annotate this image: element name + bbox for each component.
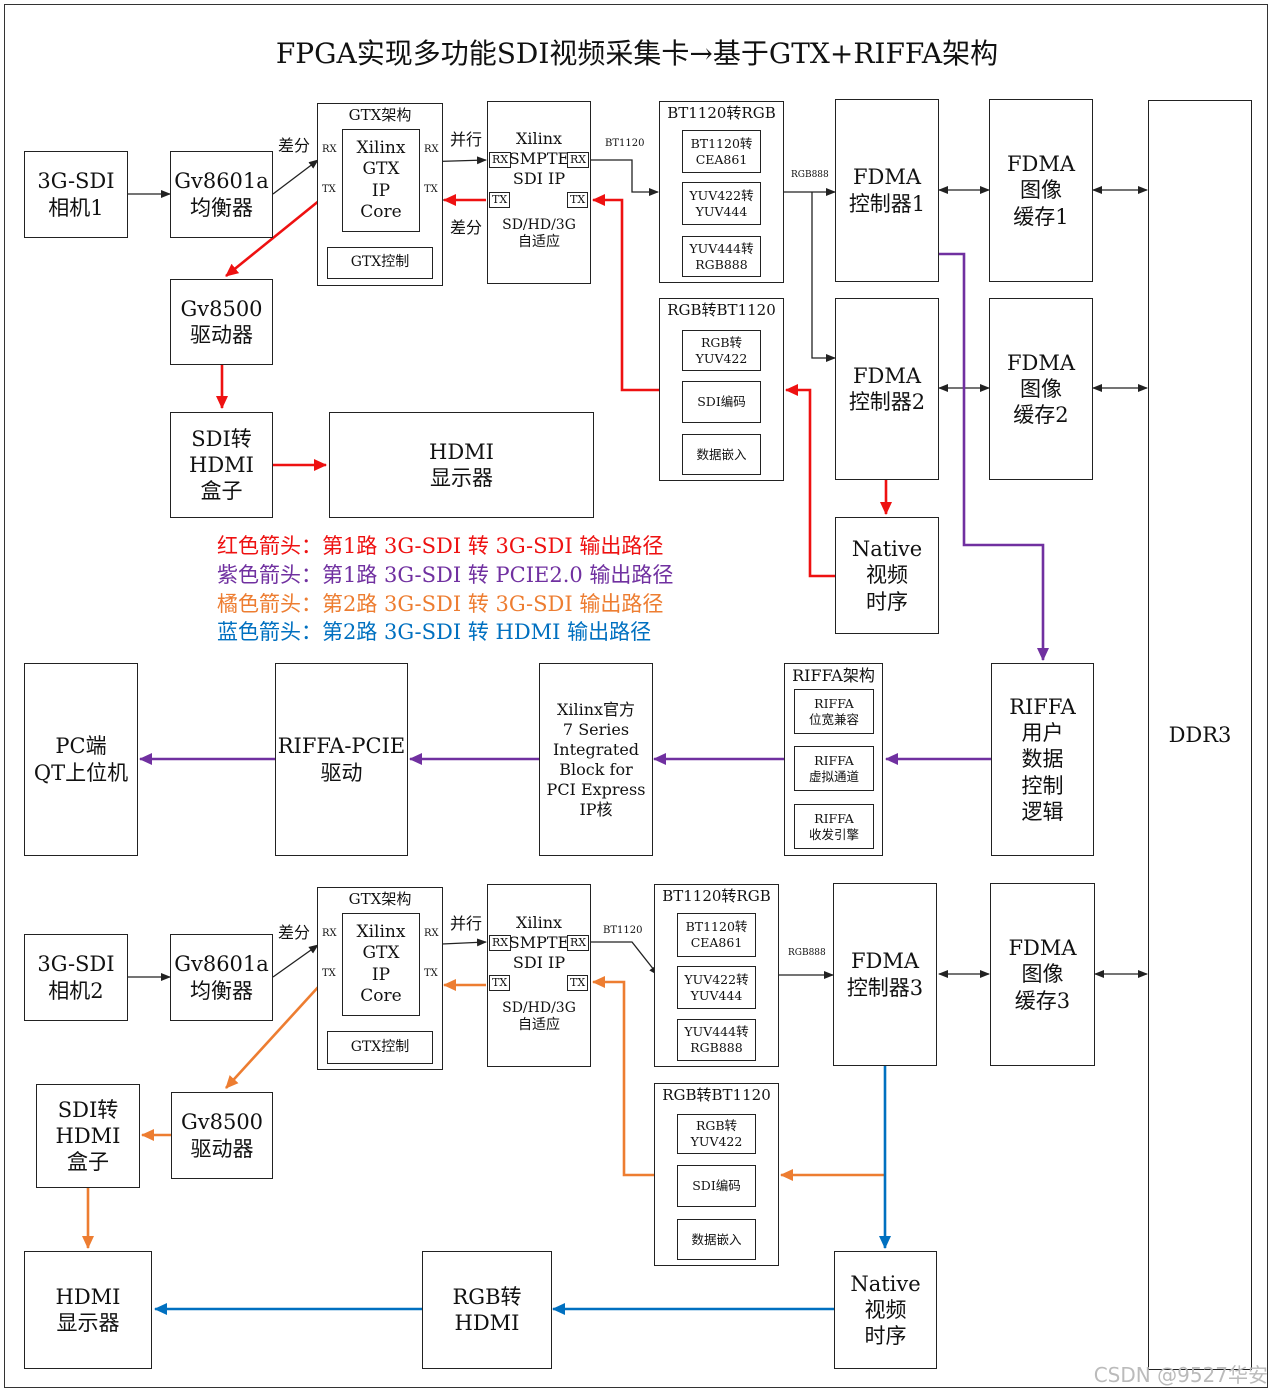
camera-2: 3G-SDI 相机2 xyxy=(24,934,128,1021)
port-tx2-smpte1: TX xyxy=(567,192,589,208)
orange-rgb2bt-smpte xyxy=(592,976,656,1177)
label-diff-out-1: 差分 xyxy=(450,218,483,237)
port-rx-smpte1: RX xyxy=(489,152,512,168)
legend-orange: 橘色箭头：第2路 3G-SDI 转 3G-SDI 输出路径 xyxy=(217,592,664,616)
label-bt1120-1: BT1120 xyxy=(605,138,645,149)
label-parallel-1: 并行 xyxy=(450,130,483,149)
driver-1: Gv8500 驱动器 xyxy=(170,279,273,365)
sdi2hdmi-2: SDI转 HDMI 盒子 xyxy=(36,1084,140,1188)
rgb2bt-step3-1: 数据嵌入 xyxy=(682,434,761,475)
bt2rgb-title-1: BT1120转RGB xyxy=(667,104,776,122)
smpte-title-2: Xilinx SMPTE SDI IP xyxy=(508,913,570,972)
rgb2bt-step1-2: RGB转 YUV422 xyxy=(677,1114,756,1154)
wire-smpte-bt2rgb xyxy=(590,159,659,196)
legend-blue: 蓝色箭头：第2路 3G-SDI 转 HDMI 输出路径 xyxy=(217,620,652,644)
wire-bt2rgb-fdma2 xyxy=(811,192,836,362)
rgb2bt-title-1: RGB转BT1120 xyxy=(667,301,776,319)
rgb2bt-step3-2: 数据嵌入 xyxy=(677,1219,756,1260)
label-bt1120-2: BT1120 xyxy=(603,925,643,936)
rgb2bt-title-2: RGB转BT1120 xyxy=(662,1086,771,1104)
red-rgb2bt-smpte xyxy=(592,194,660,392)
gtx-title-2: GTX架构 xyxy=(348,890,412,908)
pc-host: PC端 QT上位机 xyxy=(24,663,138,856)
bt2rgb-step2-1: YUV422转 YUV444 xyxy=(682,182,761,225)
gtx-ctrl-2: GTX控制 xyxy=(327,1031,433,1064)
port-rx-smpte2: RX xyxy=(489,935,512,951)
port-rx2-smpte2: RX xyxy=(567,935,590,951)
port-rx-gtx2: RX xyxy=(424,928,439,939)
purple-fdma1-riffa xyxy=(939,252,1049,661)
equalizer-2: Gv8601a 均衡器 xyxy=(170,934,273,1021)
fdma-buffer-1: FDMA 图像 缓存1 xyxy=(989,99,1093,282)
label-rgb888-2: RGB888 xyxy=(788,948,826,958)
fdma-ctrl-2: FDMA 控制器2 xyxy=(835,298,939,480)
riffa-title: RIFFA架构 xyxy=(792,666,875,685)
legend-purple: 紫色箭头：第1路 3G-SDI 转 PCIE2.0 输出路径 xyxy=(217,563,674,587)
red-native-rgb2bt xyxy=(785,384,836,578)
bt2rgb-title-2: BT1120转RGB xyxy=(662,887,771,905)
watermark: CSDN @9527华安 xyxy=(1093,1363,1268,1387)
ddr3: DDR3 xyxy=(1148,100,1252,1370)
port-rx2-smpte1: RX xyxy=(567,152,590,168)
gtx-ctrl-1: GTX控制 xyxy=(327,247,433,279)
port-rx-gtx2-in: RX xyxy=(322,928,337,939)
legend-red: 红色箭头：第1路 3G-SDI 转 3G-SDI 输出路径 xyxy=(217,534,664,558)
bt2rgb-step3-1: YUV444转 RGB888 xyxy=(682,236,761,277)
hdmi-display-2: HDMI 显示器 xyxy=(24,1251,152,1369)
driver-2: Gv8500 驱动器 xyxy=(171,1092,273,1179)
red-gtx-driver xyxy=(225,198,321,278)
diagram-title: FPGA实现多功能SDI视频采集卡→基于GTX+RIFFA架构 xyxy=(275,37,999,70)
gtx-title-1: GTX架构 xyxy=(348,106,412,124)
orange-gtx-driver xyxy=(225,984,321,1089)
camera-1: 3G-SDI 相机1 xyxy=(24,151,128,238)
gtx-core-1: Xilinx GTX IP Core xyxy=(342,129,420,232)
sdi2hdmi-1: SDI转 HDMI 盒子 xyxy=(170,412,273,518)
fdma-ctrl-1: FDMA 控制器1 xyxy=(835,99,939,282)
label-parallel-2: 并行 xyxy=(450,914,483,933)
bt2rgb-step3-2: YUV444转 RGB888 xyxy=(677,1019,756,1061)
riffa-pcie-driver: RIFFA-PCIE 驱动 xyxy=(275,663,408,856)
rgb2bt-step2-1: SDI编码 xyxy=(682,381,761,423)
xilinx-pcie-core: Xilinx官方 7 Series Integrated Block for P… xyxy=(539,663,653,856)
riffa-channel: RIFFA 虚拟通道 xyxy=(794,746,874,791)
rgb2bt-step1-1: RGB转 YUV422 xyxy=(682,330,761,371)
bt2rgb-step1-1: BT1120转 CEA861 xyxy=(682,130,761,173)
smpte-title-1: Xilinx SMPTE SDI IP xyxy=(508,129,570,188)
label-diff-in-2: 差分 xyxy=(278,923,311,942)
wire-eq2-gtx2 xyxy=(272,944,319,978)
gtx-core-2: Xilinx GTX IP Core xyxy=(342,913,420,1016)
smpte-mode-1: SD/HD/3G 自适应 xyxy=(502,216,576,251)
outer-frame xyxy=(4,4,1268,1388)
native-timing-1: Native 视频 时序 xyxy=(835,517,939,634)
bt2rgb-step2-2: YUV422转 YUV444 xyxy=(677,966,756,1009)
riffa-width: RIFFA 位宽兼容 xyxy=(794,689,874,734)
port-rx-gtx1: RX xyxy=(424,144,439,155)
bt2rgb-step1-2: BT1120转 CEA861 xyxy=(677,913,756,957)
fdma-ctrl-3: FDMA 控制器3 xyxy=(833,883,937,1066)
port-tx2-smpte2: TX xyxy=(567,975,589,991)
port-tx-smpte2: TX xyxy=(489,975,511,991)
smpte-mode-2: SD/HD/3G 自适应 xyxy=(502,999,576,1034)
fdma-buffer-3: FDMA 图像 缓存3 xyxy=(990,883,1095,1066)
port-tx-gtx1: TX xyxy=(424,184,438,195)
rgb2hdmi: RGB转HDMI xyxy=(422,1251,552,1369)
fdma-buffer-2: FDMA 图像 缓存2 xyxy=(989,298,1093,480)
port-tx-smpte1: TX xyxy=(489,192,511,208)
wire-eq-gtx xyxy=(272,159,319,195)
riffa-engine: RIFFA 收发引擎 xyxy=(794,804,874,849)
hdmi-display-1: HDMI 显示器 xyxy=(329,412,594,518)
port-tx-gtx2-out: TX xyxy=(322,968,336,979)
wire-smpte2-bt2rgb2 xyxy=(590,941,659,976)
label-rgb888-1: RGB888 xyxy=(791,170,829,180)
port-tx-gtx1-out: TX xyxy=(322,184,336,195)
port-tx-gtx2: TX xyxy=(424,968,438,979)
label-diff-in-1: 差分 xyxy=(278,136,311,155)
riffa-user-logic: RIFFA 用户 数据 控制 逻辑 xyxy=(991,663,1094,856)
equalizer-1: Gv8601a 均衡器 xyxy=(170,151,273,238)
native-timing-2: Native 视频 时序 xyxy=(834,1251,937,1369)
port-rx-gtx1-in: RX xyxy=(322,144,337,155)
rgb2bt-step2-2: SDI编码 xyxy=(677,1165,756,1207)
